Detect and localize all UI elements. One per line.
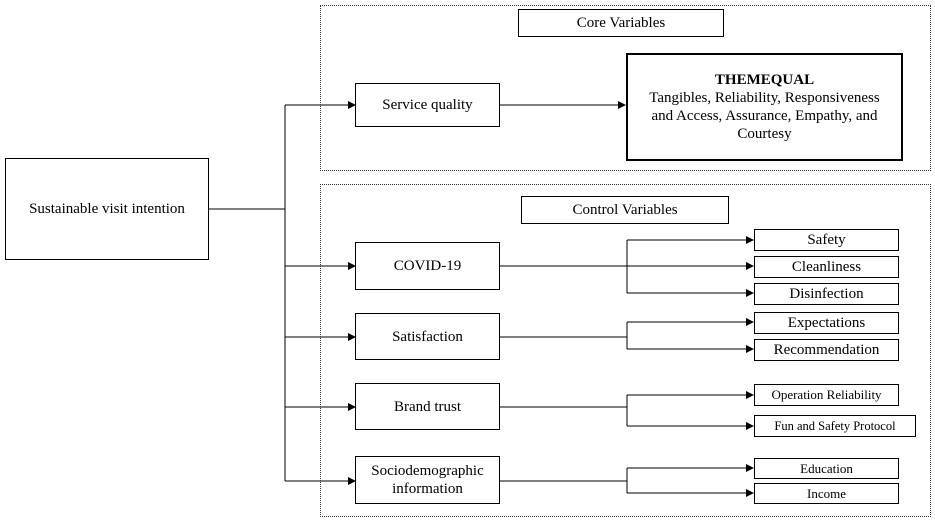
income-label: Income [807, 485, 846, 501]
satisfaction-box: Satisfaction [355, 313, 500, 360]
income-box: Income [754, 483, 899, 504]
operation-reliability-box: Operation Reliability [754, 384, 899, 406]
covid-box: COVID-19 [355, 242, 500, 290]
core-variables-label: Core Variables [576, 15, 666, 31]
themequal-title: THEMEQUAL [714, 72, 815, 88]
fun-safety-protocol-label: Fun and Safety Protocol [774, 419, 896, 433]
themequal-line-2: and Access, Assurance, Empathy, and [651, 108, 878, 124]
fun-safety-protocol-box: Fun and Safety Protocol [754, 415, 916, 437]
sustainable-visit-intention-box: Sustainable visit intention [5, 158, 209, 260]
control-variables-frame [320, 184, 931, 517]
education-label: Education [800, 460, 853, 476]
cleanliness-box: Cleanliness [754, 256, 899, 278]
recommendation-label: Recommendation [773, 342, 880, 358]
sociodemographic-box: Sociodemographic information [355, 456, 500, 504]
sociodemographic-line-1: Sociodemographic [371, 463, 484, 479]
themequal-box: THEMEQUAL Tangibles, Reliability, Respon… [626, 53, 903, 161]
core-variables-frame [320, 5, 931, 171]
core-variables-title: Core Variables [518, 9, 724, 37]
brand-trust-box: Brand trust [355, 383, 500, 430]
themequal-line-1: Tangibles, Reliability, Responsiveness [649, 90, 880, 106]
themequal-line-3: Courtesy [737, 126, 792, 142]
disinfection-label: Disinfection [789, 286, 864, 302]
expectations-box: Expectations [754, 312, 899, 334]
education-box: Education [754, 458, 899, 479]
cleanliness-label: Cleanliness [791, 259, 862, 275]
operation-reliability-label: Operation Reliability [771, 387, 882, 402]
brand-trust-label: Brand trust [393, 398, 462, 415]
disinfection-box: Disinfection [754, 283, 899, 305]
sociodemographic-line-2: information [392, 481, 463, 497]
service-quality-label: Service quality [382, 97, 473, 113]
control-variables-title: Control Variables [521, 196, 729, 224]
expectations-label: Expectations [787, 315, 866, 331]
sustainable-visit-intention-label: Sustainable visit intention [29, 201, 185, 217]
satisfaction-label: Satisfaction [392, 328, 463, 345]
control-variables-label: Control Variables [572, 202, 678, 218]
service-quality-box: Service quality [355, 83, 500, 127]
safety-label: Safety [807, 232, 846, 248]
covid-label: COVID-19 [393, 258, 462, 274]
recommendation-box: Recommendation [754, 339, 899, 361]
safety-box: Safety [754, 229, 899, 251]
